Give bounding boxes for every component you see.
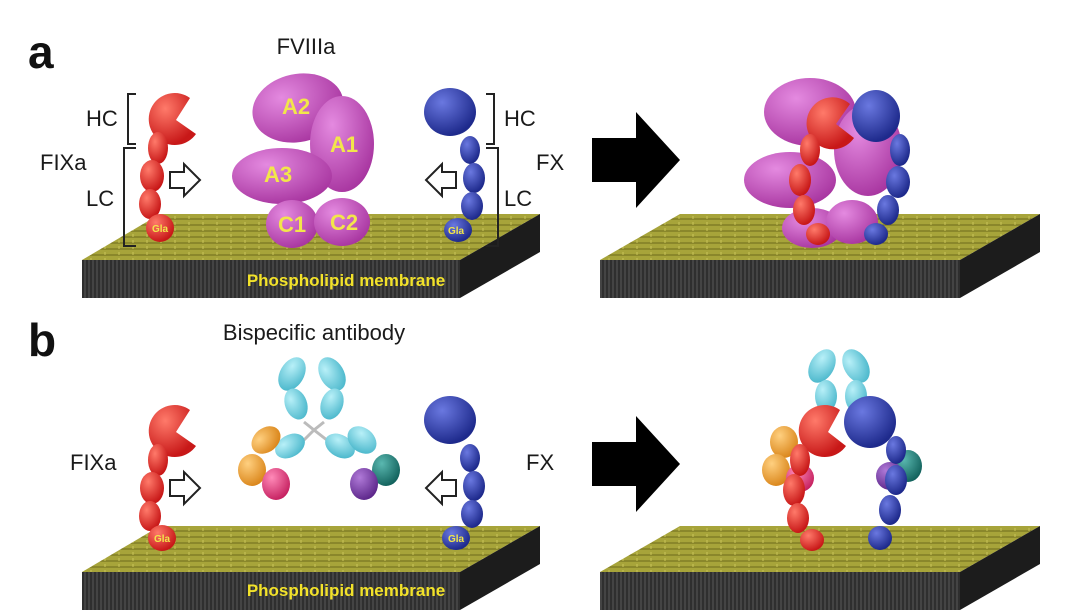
complex-b xyxy=(762,349,922,551)
domain-a3: A3 xyxy=(264,162,292,187)
membrane-label: Phospholipid membrane xyxy=(247,271,445,290)
fixa-molecule-b: Gla xyxy=(139,405,196,551)
black-arrow-right-icon xyxy=(592,416,680,512)
membrane-label: Phospholipid membrane xyxy=(247,581,445,600)
fviiia-molecule: A2 A1 A3 C1 C2 xyxy=(232,73,374,248)
hc-label-left: HC xyxy=(86,106,118,131)
open-arrow-right-icon xyxy=(169,161,202,199)
open-arrow-left-icon xyxy=(424,161,457,199)
membrane-left-a: Phospholipid membrane xyxy=(82,214,540,298)
domain-a2: A2 xyxy=(282,94,310,119)
lc-label-right: LC xyxy=(504,186,532,211)
panel-b: b Bispecific antibody Phospholipid membr… xyxy=(28,314,1040,610)
fixa-molecule-a: Gla xyxy=(139,93,196,242)
domain-a1: A1 xyxy=(330,132,358,157)
membrane-right-b xyxy=(600,526,1040,610)
panel-letter-a: a xyxy=(28,26,54,78)
open-arrow-left-icon xyxy=(424,469,457,507)
lc-label-left: LC xyxy=(86,186,114,211)
fixa-label-a: FIXa xyxy=(40,150,87,175)
hc-label-right: HC xyxy=(504,106,536,131)
gla-label: Gla xyxy=(152,224,169,235)
fviiia-title: FVIIIa xyxy=(277,34,336,59)
bispecific-antibody xyxy=(238,357,400,500)
fx-label-b: FX xyxy=(526,450,554,475)
membrane-left-b: Phospholipid membrane xyxy=(82,526,540,610)
open-arrow-right-icon xyxy=(169,469,202,507)
gla-label: Gla xyxy=(448,534,465,545)
fixa-label-b: FIXa xyxy=(70,450,117,475)
fx-molecule-a: Gla xyxy=(424,88,485,242)
gla-label: Gla xyxy=(154,534,171,545)
antibody-title: Bispecific antibody xyxy=(223,320,405,345)
domain-c1: C1 xyxy=(278,212,306,237)
gla-label: Gla xyxy=(448,226,465,237)
black-arrow-right-icon xyxy=(592,112,680,208)
panel-a: a FVIIIa Phospholipid membrane HC FIXa L… xyxy=(28,26,1040,298)
membrane-right-a xyxy=(600,214,1040,298)
panel-letter-b: b xyxy=(28,314,56,366)
complex-a xyxy=(744,78,910,248)
bracket-left-a xyxy=(123,93,136,247)
fx-label-a: FX xyxy=(536,150,564,175)
bracket-right-a xyxy=(486,93,499,247)
domain-c2: C2 xyxy=(330,210,358,235)
fx-molecule-b: Gla xyxy=(424,396,485,550)
